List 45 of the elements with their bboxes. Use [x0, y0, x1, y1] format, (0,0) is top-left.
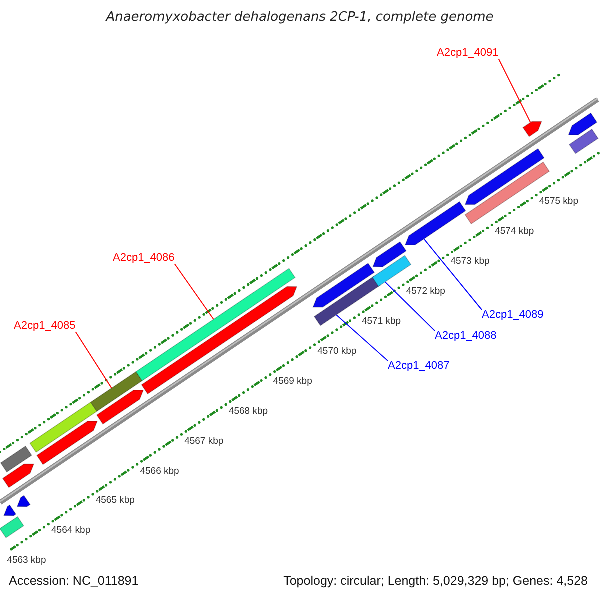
gene-feature: [16, 495, 31, 508]
gene-feature: [312, 262, 376, 308]
gene-bar: [314, 276, 382, 326]
leader-line: [336, 314, 388, 362]
gene-feature: [36, 421, 98, 466]
gene-label: A2cp1_4085: [14, 321, 76, 332]
scale-label: 4572 kbp: [406, 287, 446, 297]
gene-label: A2cp1_4091: [437, 48, 499, 59]
leader-line: [174, 264, 214, 320]
gene-feature: [96, 390, 144, 425]
scale-label: 4573 kbp: [450, 257, 490, 267]
scale-label: 4570 kbp: [318, 346, 357, 356]
gene-feature: [141, 286, 298, 395]
gene-feature: [2, 464, 35, 488]
gene-bar: [30, 402, 98, 454]
gene-feature: [372, 241, 407, 268]
gene-label: A2cp1_4088: [435, 331, 497, 342]
gene-bar: [0, 516, 24, 538]
genome-info-note: Topology: circular; Length: 5,029,329 bp; Genes: 4,528: [284, 575, 588, 588]
accession-note: Accession: NC_011891: [9, 575, 139, 588]
leader-line: [424, 238, 482, 310]
gene-label: A2cp1_4086: [113, 253, 175, 264]
leader-line: [75, 332, 112, 389]
scale-label: 4568 kbp: [228, 406, 268, 416]
diagram-title: Anaeromyxobacter dehalogenans 2CP-1, complete genome: [106, 10, 494, 25]
scale-label: 4565 kbp: [96, 496, 135, 506]
scale-label: 4574 kbp: [495, 227, 534, 237]
gene-feature: [404, 201, 466, 246]
scale-label: 4567 kbp: [184, 436, 224, 446]
scale-label: 4569 kbp: [273, 376, 312, 386]
gene-label: A2cp1_4089: [482, 310, 544, 321]
scale-label: 4564 kbp: [52, 526, 91, 536]
gene-bar: [90, 371, 143, 412]
leader-line: [384, 282, 436, 332]
scale-label: 4571 kbp: [362, 316, 402, 326]
gene-feature: [522, 121, 542, 138]
gene-bar: [372, 255, 412, 288]
gene-bar: [0, 446, 32, 473]
gene-feature: [568, 112, 598, 136]
gene-label: A2cp1_4087: [388, 361, 450, 372]
scale-label: 4563 kbp: [7, 556, 46, 566]
gene-bar: [568, 128, 599, 154]
scale-label: 4575 kbp: [539, 197, 578, 207]
leader-line: [498, 58, 532, 124]
scale-label: 4566 kbp: [140, 466, 180, 476]
